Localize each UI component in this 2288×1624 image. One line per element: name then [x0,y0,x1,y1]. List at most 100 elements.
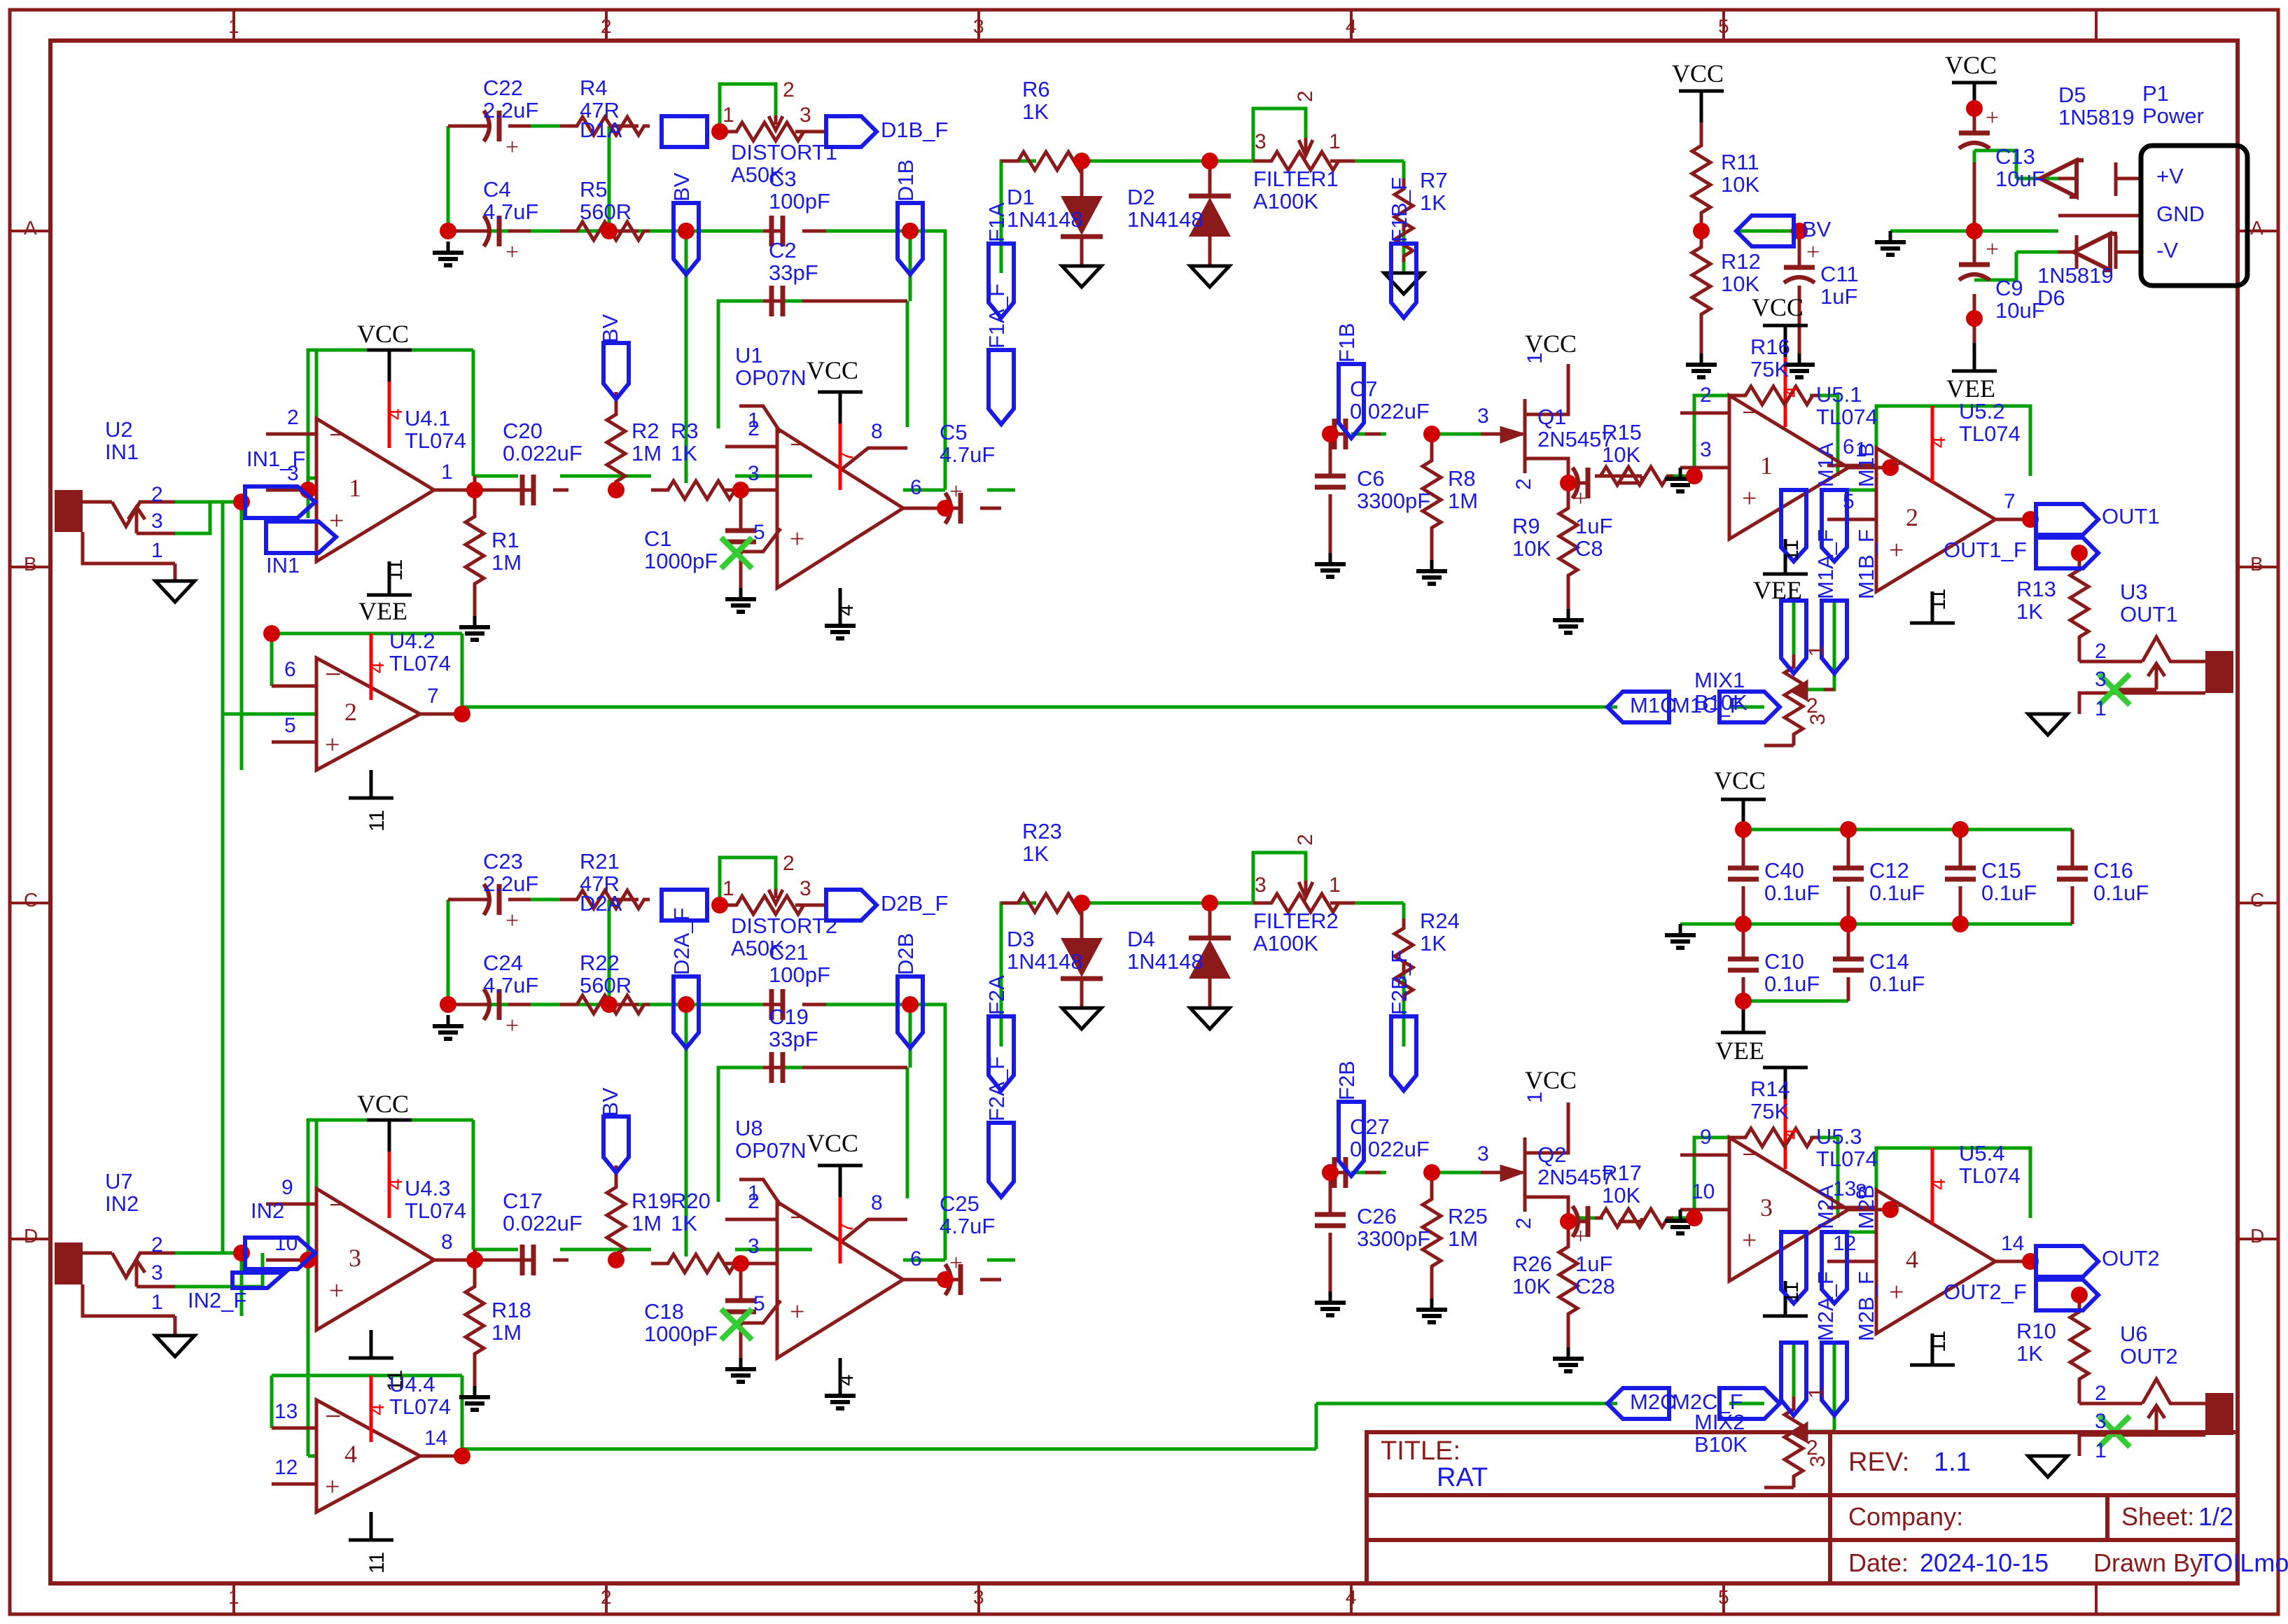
q1-pin3: 3 [1477,405,1489,428]
u6-pin2[interactable]: 2 [2095,1382,2107,1405]
frame-row-d-right: D [2250,1225,2265,1247]
u8-pin8: 8 [871,1191,883,1214]
u2-pin2[interactable]: 2 [151,483,163,506]
c16-label: C16 0.1uF [2093,858,2149,906]
mix1-pin3: 3 [1806,713,1829,725]
r8-label: R8 1M [1448,466,1479,514]
u8-pin5: 5 [753,1292,765,1315]
d2a-f-label: D2A [580,891,622,916]
u53-minus: − [1742,1139,1759,1171]
mix2-pin3: 3 [1806,1455,1829,1467]
c18-label: C18 1000pF [644,1299,718,1347]
u6-pin1[interactable]: 1 [2095,1439,2107,1462]
u43-symbol: 3 [349,1244,361,1272]
u43-pin10: 10 [274,1232,298,1255]
u7-pin2[interactable]: 2 [151,1233,163,1256]
q2-pin1: 1 [1523,1091,1547,1103]
u44-pin12: 12 [274,1456,298,1479]
c1-label: C1 1000pF [644,526,718,574]
u41-symbol: 1 [349,474,361,502]
frame-col-1-bottom: 1 [228,1586,239,1608]
u42-symbol: 2 [344,698,357,726]
u54-pin14: 14 [2001,1232,2025,1255]
q2-vcc: VCC [1525,1066,1577,1094]
u7-ref: U7 IN2 [105,1169,139,1217]
u43-minus: − [329,1189,346,1222]
frame-col-3: 3 [973,15,984,37]
u1-vcc: VCC [807,356,859,384]
u1-pin2: 2 [748,417,760,440]
c7-label: C7 0.022uF [1350,377,1430,424]
p1-vee: VEE [1946,374,1995,402]
f1b-f-netlabel: F1B_F [1387,176,1411,242]
f1a-netlabel: F1A [984,202,1009,242]
out2-f-netlabel: OUT2_F [1944,1280,2027,1304]
c4-plus: + [505,239,519,265]
u51-plus: + [1742,484,1757,513]
r15-label: R15 10K [1602,420,1642,468]
u8-plus: + [790,1297,805,1326]
u54-pin11: 11 [1927,1330,1950,1352]
p1-vcc: VCC [1945,51,1997,79]
u53-pin10: 10 [1691,1180,1715,1203]
u8-pin4: 4 [835,1374,858,1386]
u3-pin1[interactable]: 1 [2095,697,2107,720]
u43-pin4: 4 [384,1178,407,1190]
f2a-f-netlabel: F2A_F [984,1056,1009,1121]
m2c-netlabel: M2C [1630,1390,1676,1414]
u2-pin3[interactable]: 3 [151,510,163,533]
d2-label: D2 1N4148 [1127,185,1204,232]
c40-label: C40 0.1uF [1764,858,1820,906]
frame-col-4: 4 [1346,15,1357,37]
q1-label: Q1 2N5457 [1537,405,1614,452]
date-value: 2024-10-15 [1920,1548,2049,1577]
u51-minus: − [1742,397,1759,429]
r21-label: R21 47R [580,849,620,897]
c22-label: C22 2.2uF [483,76,539,123]
frame-row-a: A [24,217,37,239]
r14-label: R14 75K [1750,1077,1790,1124]
c25-label: C25 4.7uF [940,1191,996,1239]
u41-pin11: 11 [384,559,407,581]
u52-symbol: 2 [1906,503,1918,531]
u7-pin3[interactable]: 3 [151,1261,163,1284]
p1-pin-minusv: -V [2156,238,2178,262]
u3-ref: U3 OUT1 [2120,580,2178,627]
u52-pin6: 6 [1843,435,1855,458]
r20-label: R20 1K [671,1189,711,1236]
r4-label: R4 47R [580,76,620,123]
distort2-pin2: 2 [783,852,795,875]
u1-pin8: 8 [871,420,883,443]
mix1-label: MIX1 B10K [1694,668,1748,715]
u3-pin2[interactable]: 2 [2095,640,2107,663]
f1b-netlabel: F1B [1334,323,1359,363]
u42-pin11: 11 [365,809,389,832]
u7-pin1[interactable]: 1 [151,1291,163,1314]
d1b-netlabel: D1B [893,159,918,202]
company-label: Company: [1848,1502,1964,1531]
frame-row-a-right: A [2250,217,2263,239]
u44-pin4: 4 [365,1404,389,1415]
m1a-netlabel: M1A [1813,442,1838,487]
c24-plus: + [505,1013,519,1039]
u3-pin3[interactable]: 3 [2095,668,2107,691]
f2b-netlabel: F2B [1334,1060,1359,1100]
frame-row-c-right: C [2250,889,2265,911]
u52-minus: − [1889,449,1906,481]
m2b-f-netlabel: M2B_F [1854,1271,1878,1341]
filter2-pin1: 1 [1329,874,1341,897]
p1-pin-plusv: +V [2156,164,2184,188]
distort1-pin2: 2 [783,78,795,102]
r23-label: R23 1K [1022,819,1062,867]
bv-netlabel-2: BV [598,1087,622,1116]
c5-plus: + [949,479,963,505]
r7-label: R7 1K [1420,168,1448,216]
c20-label: C20 0.022uF [503,419,583,466]
in2-f-netlabel: IN2_F [188,1288,247,1312]
r6-label: R6 1K [1022,77,1050,125]
u6-pin3[interactable]: 3 [2095,1410,2107,1433]
out1-netlabel: OUT1 [2102,504,2160,528]
u2-pin1[interactable]: 1 [151,539,163,562]
u41-pin2: 2 [287,406,299,429]
d5-label: D5 1N5819 [2058,83,2135,130]
